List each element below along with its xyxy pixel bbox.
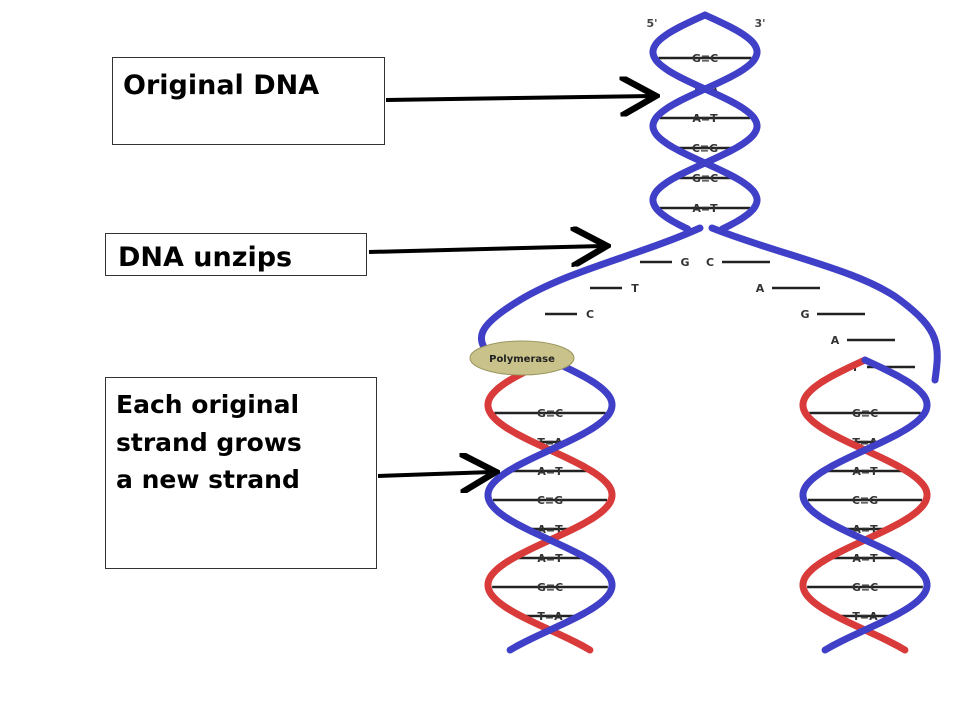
strand-grows-label: Each original strand grows a new strand xyxy=(105,377,377,569)
left-daughter-base-pair-label: C≡G xyxy=(537,494,563,507)
top-base-pair-label: C≡G xyxy=(692,142,718,155)
fork-right-strand xyxy=(708,224,941,384)
left-daughter-base-pair-label: A=T xyxy=(537,523,563,536)
fork-right-base-label: G xyxy=(800,308,809,321)
right-daughter-base-pair-label: G≡C xyxy=(852,407,878,420)
left-daughter-base-pair-label: A=T xyxy=(537,552,563,565)
arrow-dna-unzips xyxy=(368,246,603,252)
right-daughter-base-pair-label: A=T xyxy=(852,523,878,536)
top-original-strand-a xyxy=(649,11,761,233)
five-prime-label: 5' xyxy=(646,17,657,30)
fork-left-base-label: T xyxy=(631,282,639,295)
strand-grows-line-1: Each original xyxy=(116,390,300,419)
arrow-layer xyxy=(368,96,652,476)
right-daughter-base-pair-label: T=A xyxy=(852,610,878,623)
dna-unzips-label: DNA unzips xyxy=(105,233,367,276)
top-original-strand-b xyxy=(649,11,761,233)
right-daughter-base-pair-label: C≡G xyxy=(852,494,878,507)
left-daughter-base-pair-label: A=T xyxy=(537,465,563,478)
arrow-new-strand xyxy=(377,472,492,476)
right-daughter-new-strand xyxy=(799,356,931,654)
right-daughter-base-pair-label: A=T xyxy=(852,552,878,565)
fork-right-base-label: A xyxy=(831,334,840,347)
left-daughter-new-strand xyxy=(484,356,616,654)
left-daughter-base-pair-label: G≡C xyxy=(537,581,563,594)
fork-right-base-label: C xyxy=(706,256,714,269)
dna-unzips-text: DNA unzips xyxy=(118,242,293,273)
polymerase-enzyme xyxy=(469,340,575,376)
top-base-pair-label: G≡C xyxy=(692,172,718,185)
helix-layer: G≡CT=AA=TC≡GG≡CA=T5'3'GTCCAGATG≡CT=AA=TC… xyxy=(469,11,941,654)
left-daughter-base-pair-label: G≡C xyxy=(537,407,563,420)
right-daughter-original-strand xyxy=(799,356,931,654)
fork-right-base-label: A xyxy=(756,282,765,295)
top-base-pair-label: A=T xyxy=(692,202,718,215)
right-daughter-base-pair-label: G≡C xyxy=(852,581,878,594)
fork-left-base-label: G xyxy=(680,256,689,269)
left-daughter-base-pair-label: T=A xyxy=(537,610,563,623)
left-daughter-original-strand xyxy=(484,356,616,654)
three-prime-label: 3' xyxy=(754,17,765,30)
strand-grows-line-3: a new strand xyxy=(116,465,300,494)
original-dna-text: Original DNA xyxy=(123,70,320,101)
original-dna-label: Original DNA xyxy=(112,57,385,145)
top-base-pair-label: A=T xyxy=(692,112,718,125)
strand-grows-line-2: strand grows xyxy=(116,427,302,457)
arrow-original-dna xyxy=(385,96,652,100)
right-daughter-base-pair-label: A=T xyxy=(852,465,878,478)
fork-left-strand xyxy=(477,224,704,359)
polymerase-label: Polymerase xyxy=(489,354,555,365)
top-base-pair-label: G≡C xyxy=(692,52,718,65)
fork-left-base-label: C xyxy=(586,308,594,321)
